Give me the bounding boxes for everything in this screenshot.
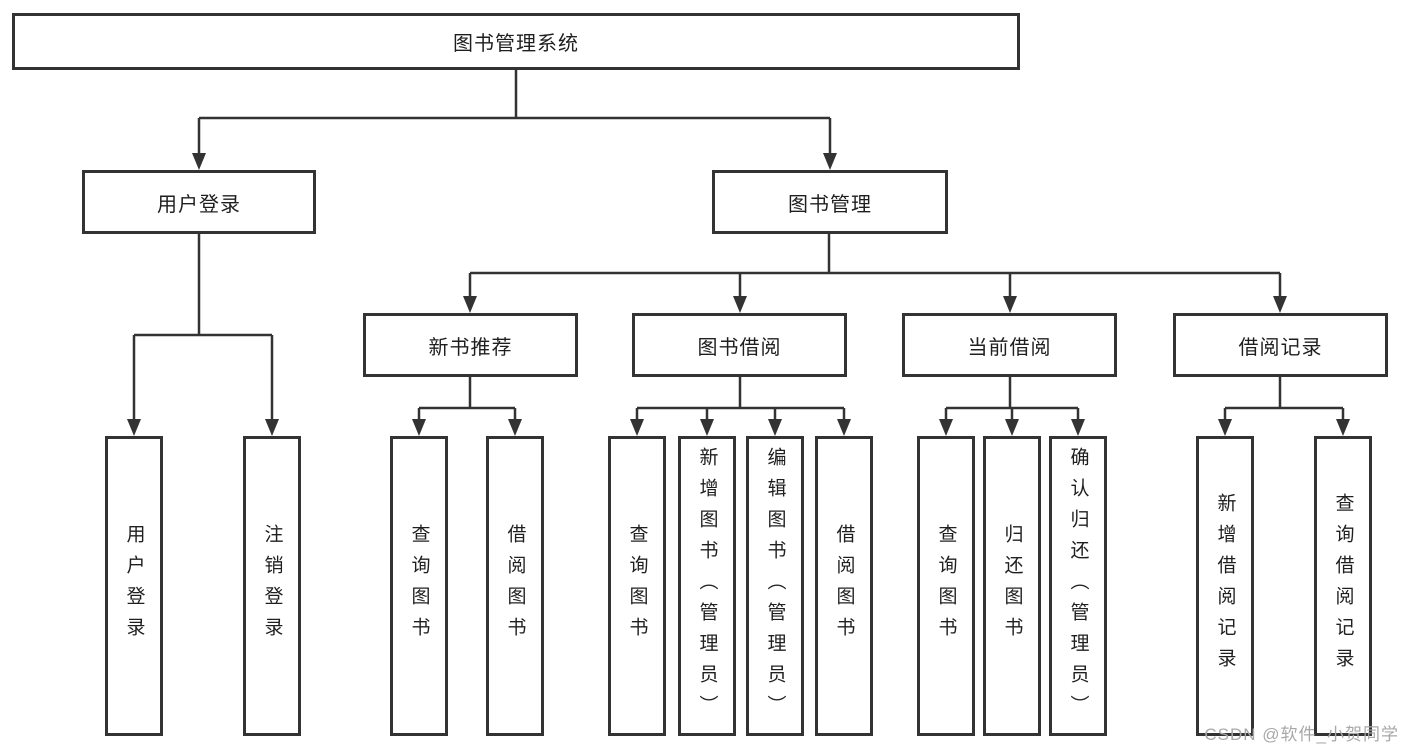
leaf-query-books-recommend-label: 查询图书 (408, 524, 430, 648)
arrowhead (768, 419, 782, 436)
leaf-edit-books-admin-label: 编辑图书（管理员） (764, 446, 786, 726)
leaf-confirm-return-admin-label: 确认归还（管理员） (1067, 446, 1089, 726)
leaf-return-books-label: 归还图书 (1001, 524, 1023, 648)
arrowhead (265, 419, 279, 436)
arrowhead (1005, 419, 1019, 436)
leaf-borrow-books-recommend-label: 借阅图书 (504, 524, 526, 648)
leaf-user-login-label: 用户登录 (123, 524, 145, 648)
node-book-management: 图书管理 (712, 170, 948, 234)
arrowhead (412, 419, 426, 436)
leaf-user-login: 用户登录 (105, 436, 163, 736)
leaf-borrow-books-label: 借阅图书 (833, 524, 855, 648)
node-book-borrowing: 图书借阅 (632, 313, 847, 377)
arrowhead (700, 419, 714, 436)
arrowhead (508, 419, 522, 436)
leaf-logout: 注销登录 (243, 436, 301, 736)
leaf-query-books-current-label: 查询图书 (935, 524, 957, 648)
node-borrowing-records-label: 借阅记录 (1238, 336, 1323, 359)
node-new-book-recommendation-label: 新书推荐 (428, 336, 513, 359)
leaf-query-books-recommend: 查询图书 (390, 436, 448, 736)
leaf-query-books-borrow-label: 查询图书 (626, 524, 648, 648)
node-book-borrowing-label: 图书借阅 (697, 336, 782, 359)
leaf-query-books-current: 查询图书 (917, 436, 975, 736)
leaf-query-books-borrow: 查询图书 (608, 436, 666, 736)
arrowhead (463, 296, 477, 313)
leaf-edit-books-admin: 编辑图书（管理员） (746, 436, 804, 736)
arrowhead (1003, 296, 1017, 313)
arrowhead (127, 419, 141, 436)
arrowhead (837, 419, 851, 436)
leaf-add-borrow-record-label: 新增借阅记录 (1214, 493, 1236, 679)
arrowhead (1218, 419, 1232, 436)
arrowhead (823, 153, 837, 170)
leaf-logout-label: 注销登录 (261, 524, 283, 648)
node-current-borrowing-label: 当前借阅 (967, 336, 1052, 359)
leaf-borrow-books-recommend: 借阅图书 (486, 436, 544, 736)
leaf-add-books-admin: 新增图书（管理员） (678, 436, 736, 736)
node-root-label: 图书管理系统 (453, 33, 579, 55)
leaf-borrow-books: 借阅图书 (815, 436, 873, 736)
arrowhead (939, 419, 953, 436)
leaf-return-books: 归还图书 (983, 436, 1041, 736)
leaf-query-borrow-record: 查询借阅记录 (1314, 436, 1372, 736)
leaf-add-books-admin-label: 新增图书（管理员） (696, 446, 718, 726)
node-root: 图书管理系统 (12, 13, 1020, 70)
node-current-borrowing: 当前借阅 (902, 313, 1117, 377)
node-user-login: 用户登录 (82, 170, 316, 234)
leaf-confirm-return-admin: 确认归还（管理员） (1049, 436, 1107, 736)
arrowhead (192, 153, 206, 170)
leaf-query-borrow-record-label: 查询借阅记录 (1332, 493, 1354, 679)
arrowhead (733, 296, 747, 313)
node-user-login-label: 用户登录 (157, 193, 241, 216)
node-borrowing-records: 借阅记录 (1173, 313, 1388, 377)
arrowhead (1071, 419, 1085, 436)
csdn-watermark: CSDN @软件_小贺同学 (1204, 725, 1399, 744)
arrowhead (630, 419, 644, 436)
arrowhead (1336, 419, 1350, 436)
node-new-book-recommendation: 新书推荐 (363, 313, 578, 377)
leaf-add-borrow-record: 新增借阅记录 (1196, 436, 1254, 736)
node-book-management-label: 图书管理 (788, 193, 872, 216)
arrowhead (1273, 296, 1287, 313)
